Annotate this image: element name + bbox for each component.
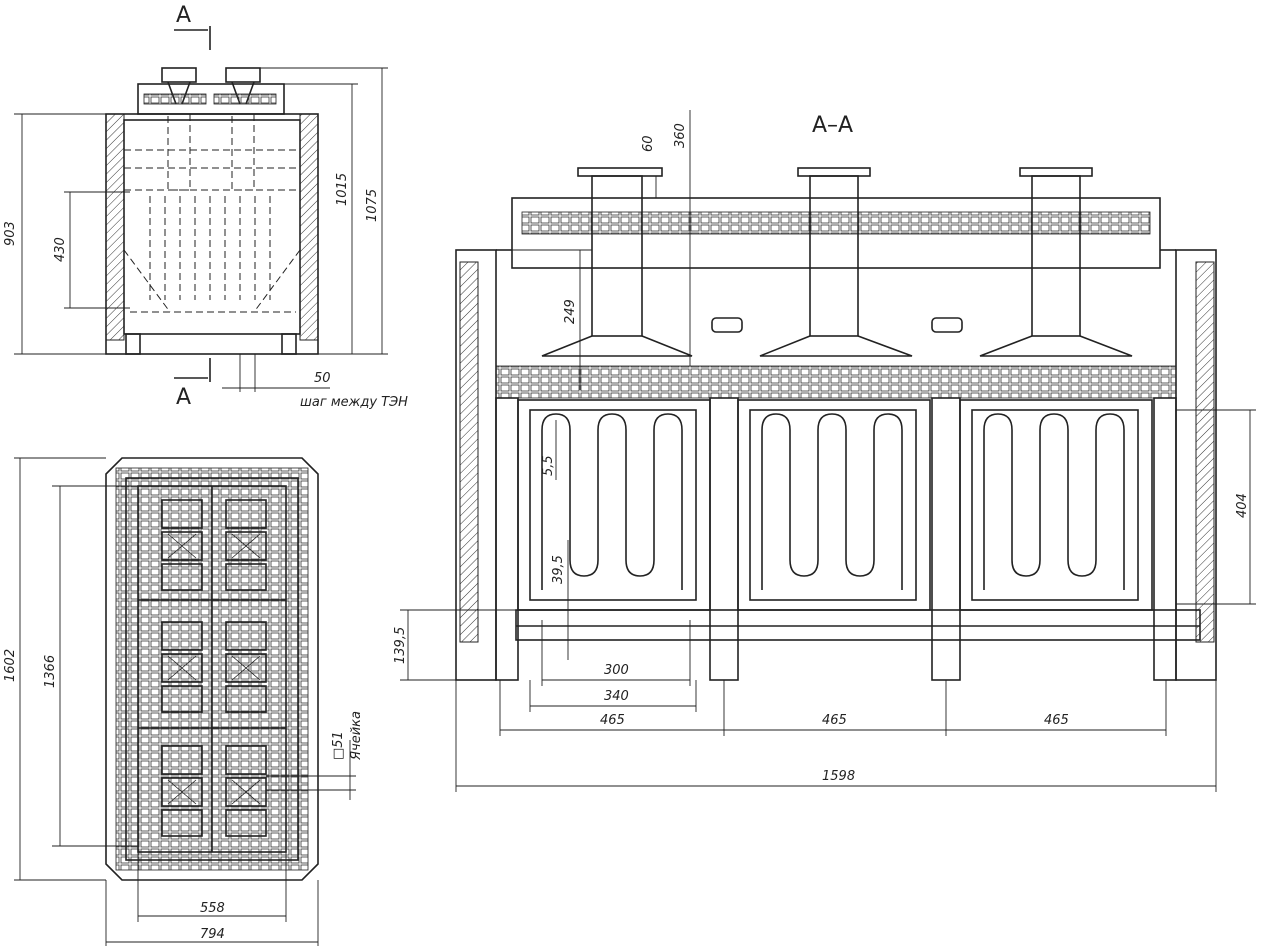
heater-coils	[541, 413, 1125, 590]
svg-text:794: 794	[200, 927, 225, 942]
front-dim-430: 430	[53, 191, 130, 309]
svg-text:1598: 1598	[822, 769, 855, 784]
plan-dim-1366: 1366	[43, 485, 138, 847]
front-view: A A 903 430 1015 1075	[3, 3, 408, 410]
plan-cell-label: □51 Ячейка	[266, 711, 364, 800]
svg-text:39,5: 39,5	[551, 555, 566, 584]
front-dim-pitch: 50 шаг между ТЭН	[222, 354, 408, 410]
dim-465-row: 465 465 465	[499, 680, 1167, 736]
chimneys	[541, 167, 1133, 357]
svg-text:465: 465	[822, 713, 847, 728]
plan-dim-558: 558	[137, 852, 287, 922]
svg-text:Ячейка: Ячейка	[349, 711, 364, 761]
svg-text:50: 50	[314, 371, 331, 386]
section-mark-top: A	[176, 3, 191, 28]
dim-5-5: 5,5	[541, 420, 557, 480]
section-mark-bottom: A	[176, 385, 191, 410]
dim-60: 60	[641, 135, 657, 198]
svg-text:340: 340	[604, 689, 629, 704]
front-dim-1015: 1015	[284, 83, 358, 355]
plan-dim-1602: 1602	[3, 457, 106, 881]
svg-text:249: 249	[563, 299, 578, 324]
svg-text:558: 558	[200, 901, 225, 916]
section-title: A–A	[812, 113, 853, 138]
dim-39-5: 39,5	[551, 540, 569, 660]
front-dim-903: 903	[3, 113, 106, 355]
dim-404: 404	[1176, 409, 1256, 605]
dim-1598: 1598	[455, 680, 1217, 792]
svg-text:465: 465	[1044, 713, 1069, 728]
svg-text:5,5: 5,5	[541, 455, 556, 476]
plan-cells	[161, 499, 267, 837]
svg-text:139,5: 139,5	[393, 627, 408, 664]
section-view: A–A	[393, 110, 1256, 792]
chambers	[517, 399, 1153, 611]
front-dim-1075: 1075	[260, 67, 388, 355]
dim-340: 340	[529, 680, 697, 712]
svg-text:903: 903	[3, 221, 18, 246]
svg-text:1015: 1015	[335, 173, 350, 206]
heater-lines	[149, 196, 271, 300]
dim-249: 249	[496, 249, 592, 390]
svg-text:360: 360	[673, 123, 688, 148]
svg-text:300: 300	[604, 663, 629, 678]
plan-dim-794: 794	[105, 880, 319, 946]
dim-300: 300	[541, 620, 691, 686]
svg-text:465: 465	[600, 713, 625, 728]
svg-text:шаг между ТЭН: шаг между ТЭН	[300, 395, 408, 410]
dim-360: 360	[673, 110, 691, 366]
svg-text:430: 430	[53, 237, 68, 262]
svg-text:60: 60	[641, 135, 656, 152]
plan-view: 1602 1366 558 794 □51 Ячейка	[3, 457, 364, 946]
dim-139-5: 139,5	[393, 609, 516, 681]
svg-text:1075: 1075	[365, 189, 380, 222]
svg-text:404: 404	[1235, 493, 1250, 518]
svg-text:1602: 1602	[3, 649, 18, 682]
svg-text:1366: 1366	[43, 655, 58, 688]
svg-text:□51: □51	[331, 731, 346, 760]
